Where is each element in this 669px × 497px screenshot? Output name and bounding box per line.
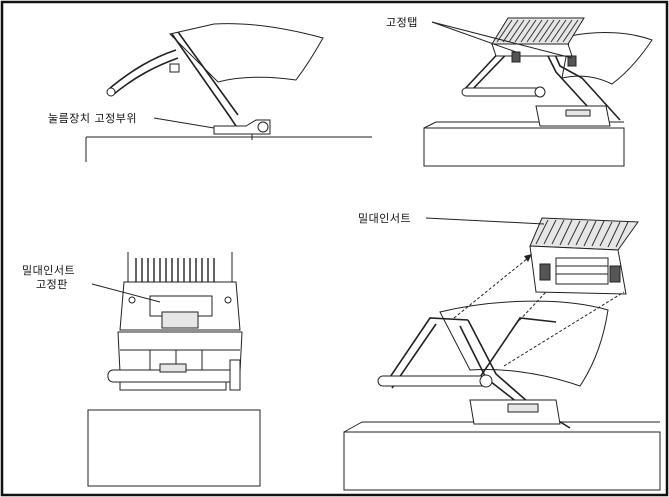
panel-press-device-mount bbox=[85, 23, 372, 162]
panel-press-insert bbox=[343, 217, 661, 491]
label-fixing-tab: 고정탭 bbox=[386, 16, 418, 29]
label-press-device-mount: 눌름장치 고정부위 bbox=[48, 112, 137, 125]
panel-fixing-tab bbox=[423, 17, 653, 167]
label-press-insert-plate-line2: 고정판 bbox=[36, 278, 68, 291]
label-press-insert-plate-line1: 밀대인서트 bbox=[22, 264, 76, 277]
label-press-insert: 밀대인서트 bbox=[358, 212, 412, 225]
panel-press-insert-plate bbox=[87, 252, 261, 487]
